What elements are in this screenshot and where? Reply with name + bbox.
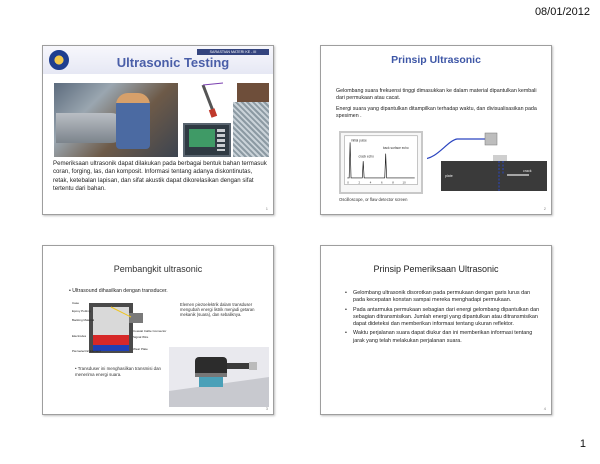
slide-2: Prinsip Ultrasonic Gelombang suara freku… [320, 45, 552, 215]
crack-label: crack [523, 169, 532, 173]
slide-title: Prinsip Pemeriksaan Ultrasonic [373, 264, 499, 274]
slide-number: 4 [543, 406, 546, 411]
sub-bullet-text: Transduser ini menghasilkan transmisi da… [75, 366, 161, 377]
slide-4: Prinsip Pemeriksaan Ultrasonic Gelombang… [320, 245, 552, 415]
sub-bullet: • Transduser ini menghasilkan transmisi … [75, 366, 161, 377]
slide-title: Ultrasonic Testing [116, 55, 230, 70]
slide-title: Prinsip Ultrasonic [391, 54, 481, 66]
part-label: Piezoelectric Element [72, 349, 101, 353]
page-date: 08/01/2012 [534, 6, 590, 18]
scope-tick: 2 [359, 181, 361, 185]
part-label: Epoxy Potting [72, 309, 91, 313]
flaw-detector-photo [183, 123, 231, 157]
scope-label-crack-echo: crack echo [359, 154, 375, 158]
scope-tick: 0 [347, 181, 349, 185]
slide-tag: SARASTIAN MATERI KE - III [197, 49, 269, 55]
scope-tick: 10 [403, 181, 407, 185]
transducer-photo [169, 347, 269, 407]
plate-label: plate [445, 174, 453, 178]
part-label: Signal Wire [133, 335, 149, 339]
slide-3: Pembangkit ultrasonic • Ultrasound dihas… [42, 245, 274, 415]
scope-tick: 4 [370, 181, 372, 185]
transducer-cross-section: Case Epoxy Potting Backing Material Elec… [72, 301, 166, 353]
ultrasonic-inspection-photo [54, 83, 178, 157]
slide-number: 2 [543, 206, 546, 211]
page-number: 1 [579, 438, 586, 450]
probe-photo [237, 83, 269, 103]
part-label: Backing Material [72, 318, 95, 322]
transducer-description: Elemen piezoelektrik dalam transduser me… [180, 302, 255, 318]
scope-label-back-surface-echo: back surface echo [383, 146, 409, 150]
scope-tick: 6 [381, 181, 383, 185]
probe-pen-icon [201, 82, 224, 118]
paragraph: Energi suara yang dipantulkan ditampilka… [336, 105, 537, 120]
bullet-item: • Ultrasound dihasilkan dengan transduce… [69, 288, 168, 294]
bullet-item: Pada antarmuka permukaan sebagian dari e… [345, 307, 541, 328]
bullet-item: Gelombang ultrasonik disorotkan pada per… [345, 290, 541, 304]
scope-tick: 8 [392, 181, 394, 185]
plate-reflection-diagram: crack plate [427, 132, 547, 191]
slide-number: 1 [265, 206, 268, 211]
oscilloscope-screen: initial pulse crack echo back surface ec… [339, 131, 423, 194]
weld-sample-photo [233, 102, 269, 157]
part-label: Case [72, 301, 79, 305]
paragraph: Gelombang suara frekuensi tinggi dimasuk… [336, 88, 537, 102]
slide-number: 3 [265, 406, 268, 411]
bullet-list: Gelombang ultrasonik disorotkan pada per… [345, 290, 541, 347]
scope-caption: Oscilloscope, or flaw detector screen [339, 197, 408, 202]
university-logo [49, 50, 69, 70]
part-label: Electrodes [72, 334, 87, 338]
slide-title: Pembangkit ultrasonic [113, 264, 203, 274]
slide-body-text: Gelombang suara frekuensi tinggi dimasuk… [336, 88, 541, 124]
scope-label-initial-pulse: initial pulse [351, 138, 367, 142]
part-label: Coaxial Cable Connector [133, 329, 166, 333]
bullet-item: Waktu perjalanan suara dapat diukur dan … [345, 330, 541, 344]
bullet-text: Ultrasound dihasilkan dengan transducer. [72, 288, 168, 294]
slide-body-text: Pemeriksaan ultrasonik dapat dilakukan p… [53, 160, 267, 192]
part-label: Wear Plate [133, 347, 148, 351]
slide-1: SARASTIAN MATERI KE - III Ultrasonic Tes… [42, 45, 274, 215]
